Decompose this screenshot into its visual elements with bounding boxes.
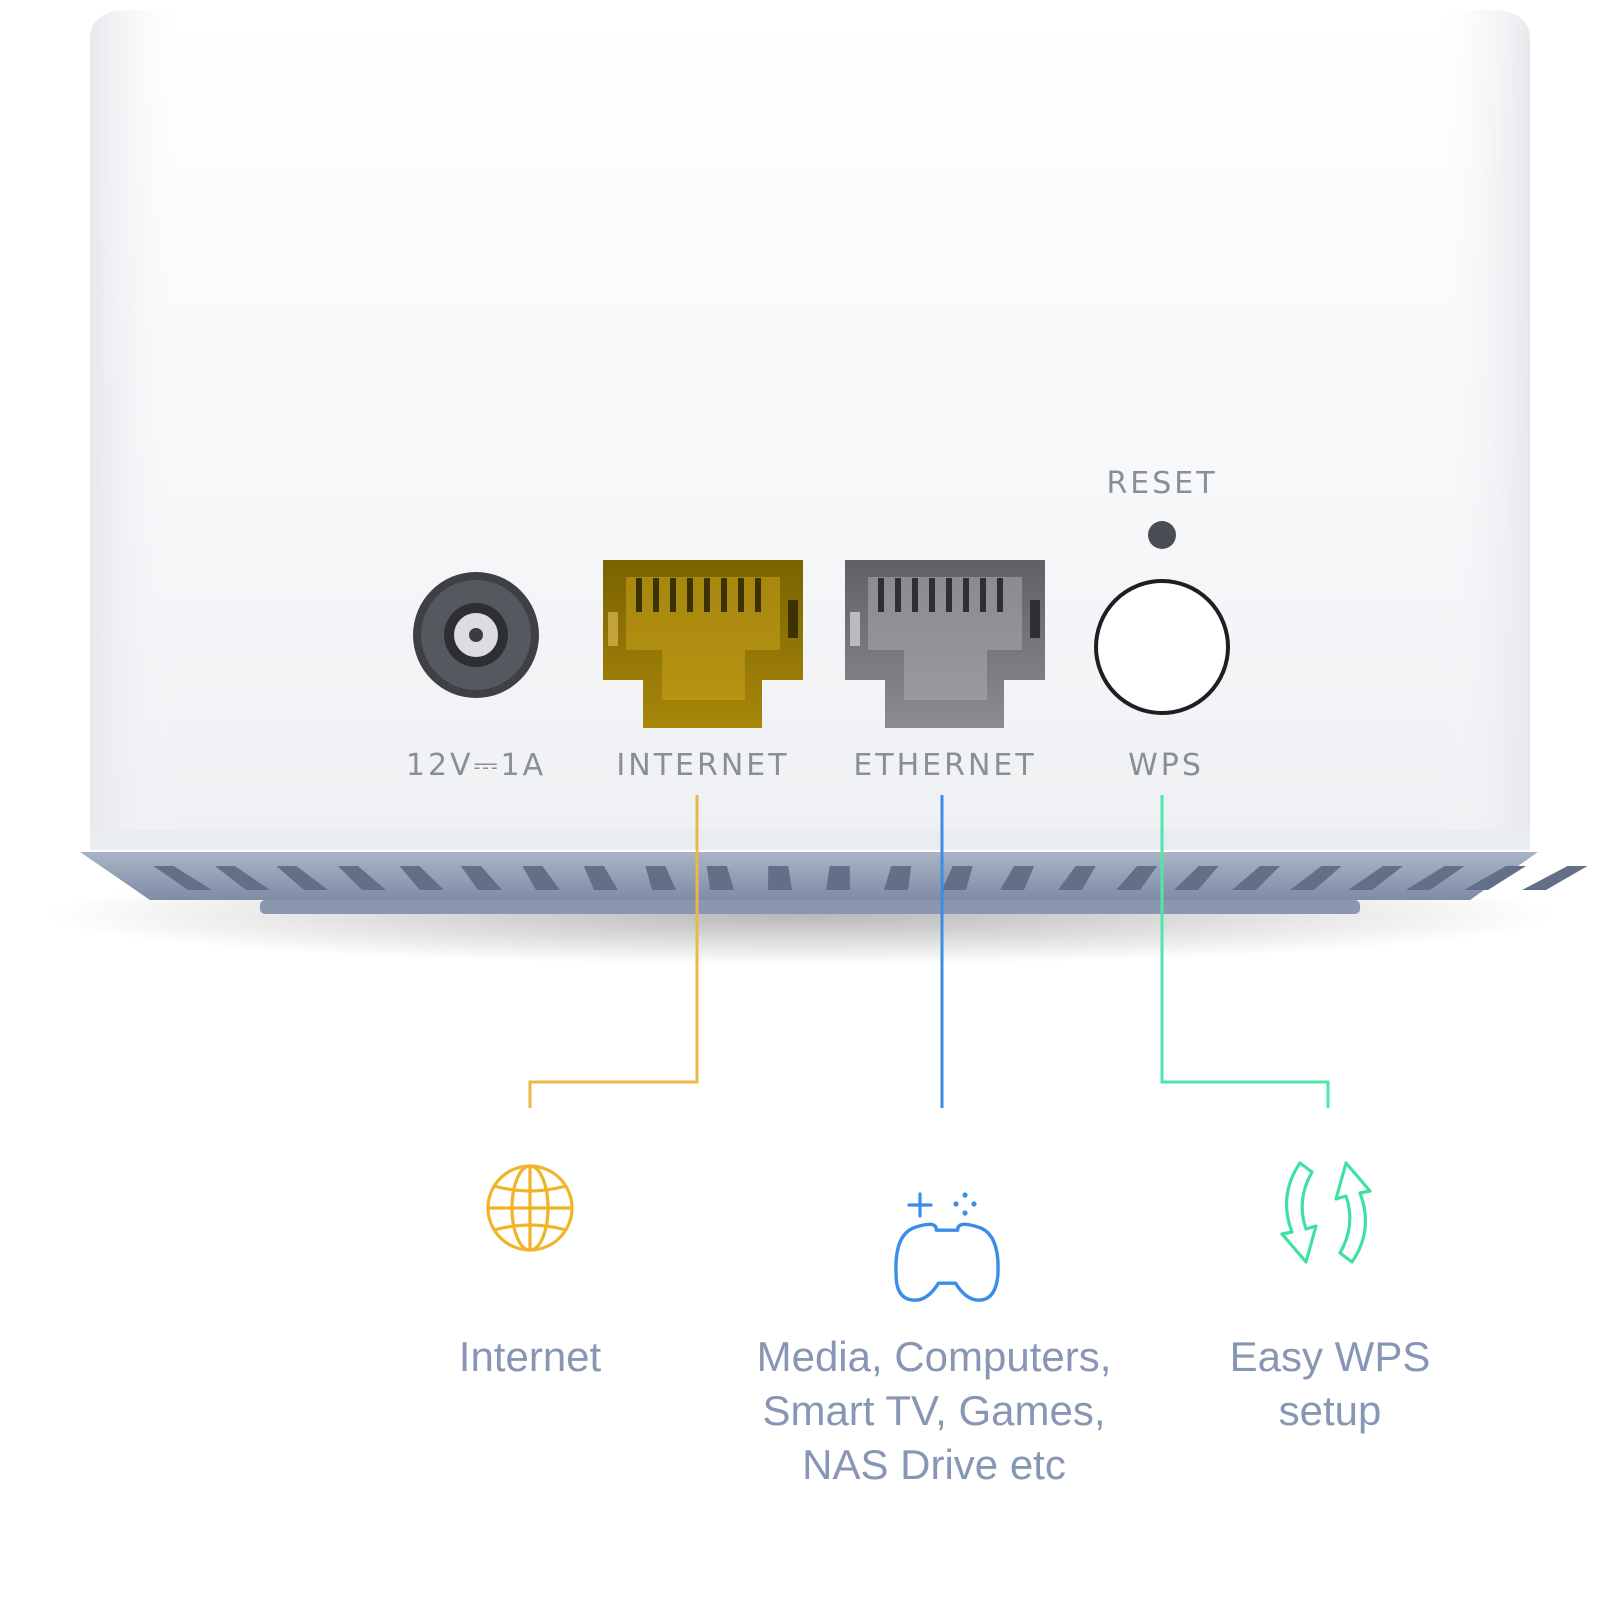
- port-pin: [670, 578, 676, 612]
- vent-slot: [1116, 866, 1158, 890]
- wps-button: [1094, 579, 1230, 715]
- port-pin: [687, 578, 693, 612]
- port-pin: [721, 578, 727, 612]
- vent-slot: [1290, 866, 1342, 890]
- ethernet-port-label: ETHERNET: [853, 748, 1037, 783]
- vent-slot: [583, 866, 618, 890]
- caption-line: Smart TV, Games,: [762, 1387, 1106, 1434]
- vent-slot: [276, 866, 328, 890]
- power-port-label: 12V⎓1A: [405, 748, 547, 783]
- vent-slot: [153, 866, 212, 890]
- vent-slot: [460, 866, 502, 890]
- port-pin: [755, 578, 761, 612]
- gamepad-icon: [894, 1192, 1000, 1302]
- caption-line: NAS Drive etc: [802, 1441, 1066, 1488]
- wps-port-label: WPS: [1128, 748, 1204, 783]
- vent-slot: [399, 866, 444, 890]
- internet-connector-line: [528, 795, 699, 1108]
- caption-line: Internet: [458, 1333, 602, 1380]
- globe-icon: [486, 1164, 574, 1252]
- caption-line: setup: [1278, 1387, 1382, 1434]
- vent-slot: [214, 866, 270, 890]
- vent-slot: [1522, 866, 1588, 890]
- port-pin: [946, 578, 952, 612]
- port-pin: [929, 578, 935, 612]
- internet-port: [603, 560, 803, 728]
- port-pin: [704, 578, 710, 612]
- port-pin: [997, 578, 1003, 612]
- sync-arrows-icon: [1280, 1161, 1372, 1264]
- vent-slot: [645, 866, 676, 890]
- ethernet-port: [845, 560, 1045, 728]
- internet-port-label: INTERNET: [616, 748, 790, 783]
- reset-label: RESET: [1106, 466, 1218, 501]
- port-pin: [636, 578, 642, 612]
- port-pin: [878, 578, 884, 612]
- caption-line: Easy WPS: [1229, 1333, 1431, 1380]
- feature-internet-caption: Internet: [459, 1330, 601, 1384]
- vent-slot: [1348, 866, 1404, 890]
- port-pin: [895, 578, 901, 612]
- vent-slot: [522, 866, 560, 890]
- port-pin: [912, 578, 918, 612]
- vent-slot: [942, 866, 973, 890]
- vent-slot: [1174, 866, 1219, 890]
- vent-slot: [768, 866, 792, 890]
- feature-media-caption: Media, Computers, Smart TV, Games, NAS D…: [757, 1330, 1112, 1492]
- vent-slot: [1232, 866, 1281, 890]
- vent-slot: [884, 866, 912, 890]
- wps-connector-line: [1160, 795, 1330, 1108]
- vent-slot: [1000, 866, 1035, 890]
- port-pin: [738, 578, 744, 612]
- vented-base: [80, 852, 1588, 914]
- router-body: [90, 10, 1530, 850]
- vent-slot: [1406, 866, 1465, 890]
- port-pin: [963, 578, 969, 612]
- reset-hole: [1148, 521, 1176, 549]
- caption-line: Media, Computers,: [756, 1333, 1112, 1380]
- vent-slot: [1464, 866, 1527, 890]
- power-jack: [413, 572, 539, 698]
- vent-slot: [826, 866, 850, 890]
- port-pin: [653, 578, 659, 612]
- vent-slot: [337, 866, 386, 890]
- vent-slot: [1058, 866, 1096, 890]
- feature-wps-caption: Easy WPS setup: [1230, 1330, 1431, 1438]
- vent-slot: [706, 866, 734, 890]
- port-pin: [980, 578, 986, 612]
